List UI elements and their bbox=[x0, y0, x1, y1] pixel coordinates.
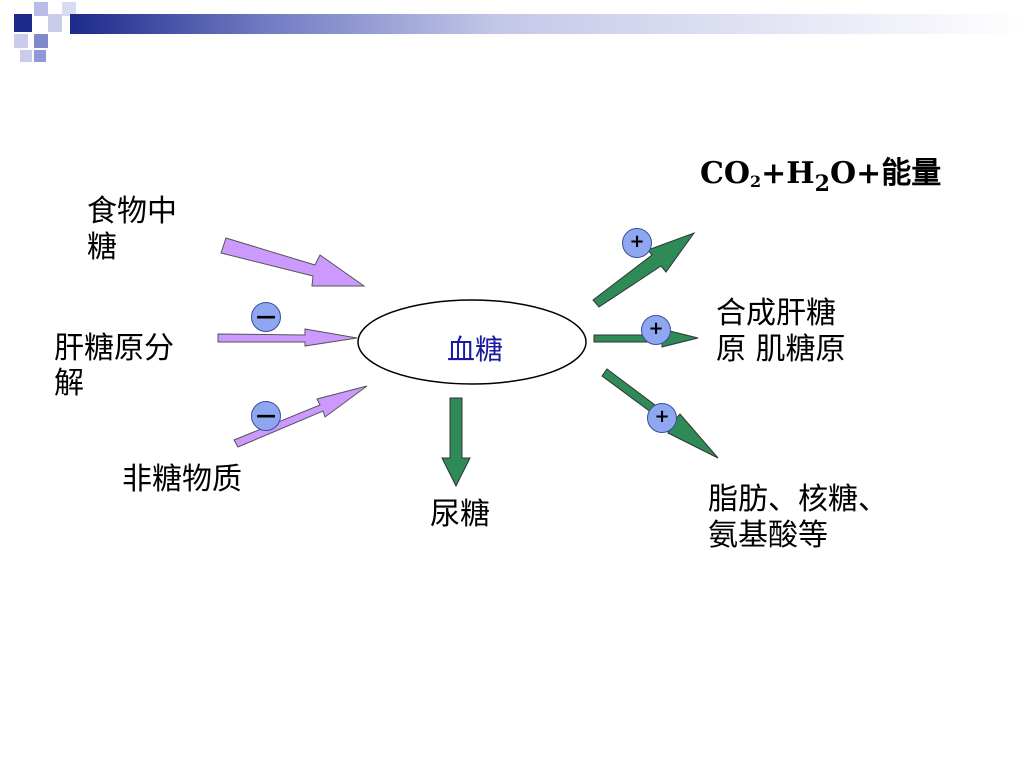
formula-sub-2: 2 bbox=[750, 172, 762, 191]
label-synthesis-line1: 合成肝糖 bbox=[716, 296, 836, 331]
label-conversion-line1: 脂肪、核糖、 bbox=[708, 482, 888, 517]
plus-sign-synthesis: + bbox=[641, 315, 671, 345]
label-synthesis-line2: 原 肌糖原 bbox=[716, 332, 846, 367]
formula-part-h: +H bbox=[761, 156, 815, 191]
plus-sign-conversion: + bbox=[647, 403, 677, 433]
corner-square-3 bbox=[48, 14, 62, 32]
label-oxidation-formula: CO2+H2O+能量 bbox=[700, 156, 942, 197]
corner-square-7 bbox=[34, 50, 46, 62]
corner-square-6 bbox=[20, 50, 32, 62]
corner-square-8 bbox=[62, 2, 76, 16]
minus-sign-glycogenolysis: — bbox=[251, 302, 281, 332]
minus-sign-non-sugar: — bbox=[251, 401, 281, 431]
label-conversion-line2: 氨基酸等 bbox=[708, 518, 828, 553]
label-urine-sugar: 尿糖 bbox=[430, 497, 490, 532]
arrow-food-to-center bbox=[220, 237, 366, 287]
corner-square-5 bbox=[34, 34, 48, 48]
arrow-center-to-urine bbox=[441, 397, 471, 488]
label-glycogenolysis-line1: 肝糖原分 bbox=[54, 331, 174, 366]
formula-part-energy: O+能量 bbox=[829, 156, 942, 191]
arrow-glycogen-to-center bbox=[217, 328, 358, 347]
center-label-blood-sugar: 血糖 bbox=[446, 333, 503, 366]
plus-sign-oxidation: + bbox=[622, 228, 652, 258]
corner-square-2 bbox=[34, 2, 48, 16]
corner-square-4 bbox=[14, 34, 28, 48]
center-ellipse bbox=[357, 299, 587, 385]
label-non-sugar: 非糖物质 bbox=[122, 462, 242, 497]
header-gradient-bar bbox=[70, 14, 1024, 34]
formula-part-co: CO bbox=[700, 156, 751, 191]
label-food-sugar-line2: 糖 bbox=[87, 230, 117, 265]
label-glycogenolysis-line2: 解 bbox=[54, 366, 84, 401]
label-food-sugar-line1: 食物中 bbox=[87, 194, 177, 229]
formula-sub-2b: 2 bbox=[814, 171, 830, 197]
arrow-nonsugar-to-center bbox=[233, 385, 368, 448]
arrow-center-to-oxidation bbox=[592, 231, 696, 308]
corner-square-1 bbox=[14, 14, 32, 32]
